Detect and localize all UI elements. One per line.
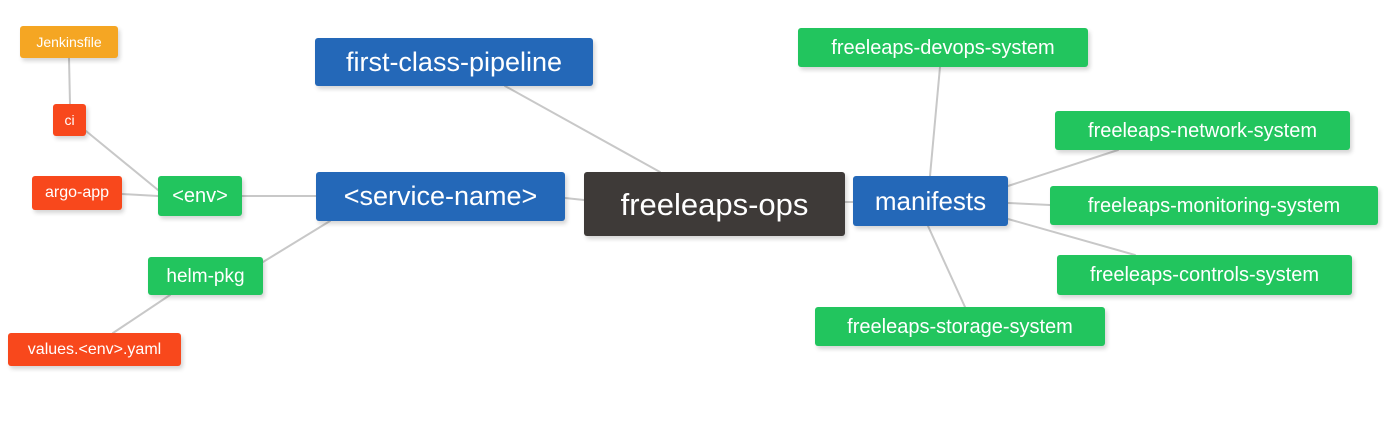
node-label-argo-app: argo-app <box>44 184 110 201</box>
node-helm-pkg[interactable]: helm-pkg <box>148 257 263 295</box>
edge-jenkinsfile-to-ci <box>68 57 71 105</box>
node-label-manifests: manifests <box>874 186 987 216</box>
edge-first-class-pipeline-to-freeleaps-ops <box>504 85 661 173</box>
edge-freeleaps-devops-system-to-manifests <box>929 66 941 177</box>
node-label-jenkinsfile: Jenkinsfile <box>36 34 102 50</box>
node-values-yaml[interactable]: values.<env>.yaml <box>8 333 181 366</box>
node-label-first-class-pipeline: first-class-pipeline <box>345 46 563 77</box>
node-freeleaps-ops[interactable]: freeleaps-ops <box>584 172 845 236</box>
edge-manifests-to-freeleaps-network-system <box>1007 149 1119 187</box>
node-env[interactable]: <env> <box>158 176 242 216</box>
node-freeleaps-devops-system[interactable]: freeleaps-devops-system <box>798 28 1088 67</box>
node-jenkinsfile[interactable]: Jenkinsfile <box>20 26 118 58</box>
node-label-freeleaps-storage-system: freeleaps-storage-system <box>847 315 1073 338</box>
node-label-freeleaps-network-system: freeleaps-network-system <box>1088 119 1317 142</box>
edge-service-name-to-freeleaps-ops <box>564 197 585 201</box>
edge-manifests-to-freeleaps-storage-system <box>927 225 966 308</box>
node-freeleaps-network-system[interactable]: freeleaps-network-system <box>1055 111 1350 150</box>
node-service-name[interactable]: <service-name> <box>316 172 565 221</box>
node-label-values-yaml: values.<env>.yaml <box>27 340 162 358</box>
node-label-env: <env> <box>172 185 228 207</box>
node-ci[interactable]: ci <box>53 104 86 136</box>
node-label-freeleaps-devops-system: freeleaps-devops-system <box>831 36 1055 59</box>
node-label-helm-pkg: helm-pkg <box>166 265 245 287</box>
node-label-freeleaps-controls-system: freeleaps-controls-system <box>1090 264 1319 286</box>
node-freeleaps-controls-system[interactable]: freeleaps-controls-system <box>1057 255 1352 295</box>
node-freeleaps-storage-system[interactable]: freeleaps-storage-system <box>815 307 1105 346</box>
node-freeleaps-monitoring-system[interactable]: freeleaps-monitoring-system <box>1050 186 1378 225</box>
node-label-ci: ci <box>64 112 75 128</box>
node-first-class-pipeline[interactable]: first-class-pipeline <box>315 38 593 86</box>
edge-manifests-to-freeleaps-monitoring-system <box>1007 202 1051 206</box>
node-manifests[interactable]: manifests <box>853 176 1008 226</box>
node-label-service-name: <service-name> <box>343 181 538 211</box>
edge-service-name-to-helm-pkg <box>262 220 331 263</box>
edge-helm-pkg-to-values-yaml <box>112 294 171 334</box>
node-argo-app[interactable]: argo-app <box>32 176 122 210</box>
node-label-freeleaps-monitoring-system: freeleaps-monitoring-system <box>1087 194 1341 217</box>
edge-argo-app-to-env <box>121 193 159 197</box>
node-label-freeleaps-ops: freeleaps-ops <box>620 186 809 222</box>
